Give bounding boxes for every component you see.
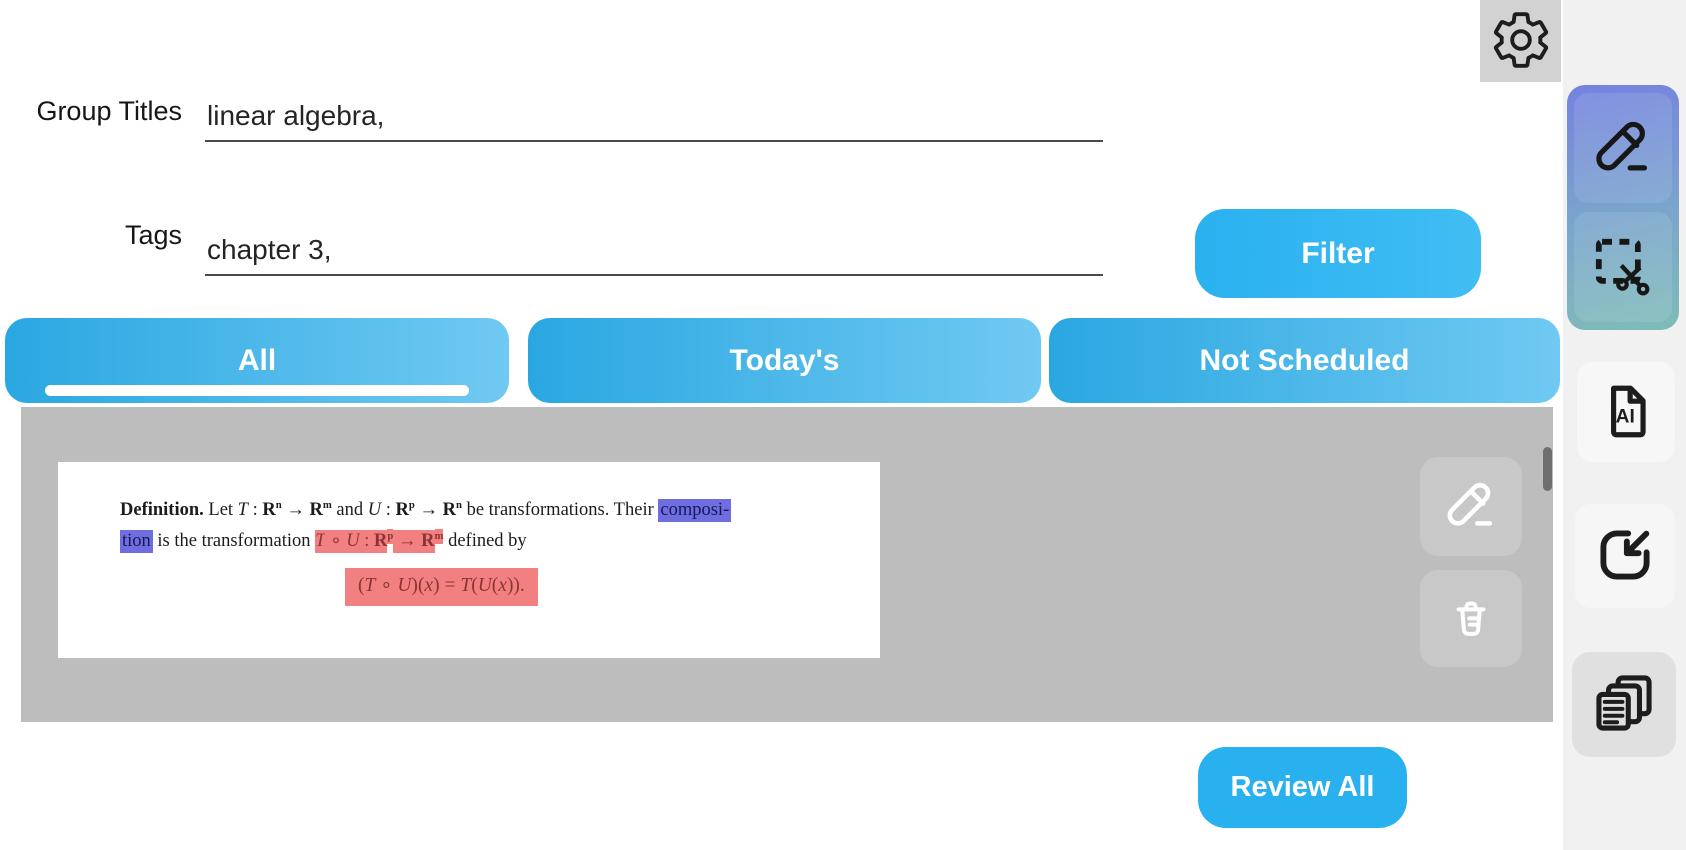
- review-all-button[interactable]: Review All: [1198, 747, 1407, 828]
- ai-document-icon: AI: [1595, 380, 1657, 445]
- gear-icon: [1490, 9, 1552, 74]
- card-text-line1: Definition. Let T : Rn → Rm and U : Rp →…: [120, 499, 732, 523]
- settings-button[interactable]: [1480, 0, 1561, 82]
- card-text-line2: tion is the transformation T ∘ U : Rp → …: [120, 529, 527, 554]
- card-delete-button[interactable]: [1420, 570, 1522, 667]
- tab-not-scheduled[interactable]: Not Scheduled: [1049, 318, 1560, 403]
- tab-todays-label: Today's: [729, 343, 840, 377]
- crop-scissors-icon: [1590, 233, 1656, 302]
- group-titles-label: Group Titles: [36, 96, 182, 126]
- tab-all-label: All: [237, 343, 277, 377]
- snip-tool-button[interactable]: [1574, 212, 1672, 322]
- filter-button[interactable]: Filter: [1195, 209, 1481, 298]
- cards-list-area: Definition. Let T : Rn → Rm and U : Rp →…: [21, 407, 1553, 722]
- tool-panel: [1567, 85, 1679, 330]
- tags-input[interactable]: [205, 220, 1103, 276]
- pencil-icon: [1442, 476, 1500, 537]
- import-button[interactable]: [1575, 504, 1675, 608]
- tab-all[interactable]: All: [5, 318, 509, 403]
- pencil-icon: [1590, 114, 1656, 183]
- flashcard-preview[interactable]: Definition. Let T : Rn → Rm and U : Rp →…: [58, 462, 880, 658]
- ai-document-button[interactable]: AI: [1577, 362, 1675, 462]
- group-titles-input[interactable]: [205, 86, 1103, 142]
- duplicate-button[interactable]: [1572, 652, 1676, 757]
- active-tab-indicator: [45, 385, 469, 396]
- scrollbar-thumb[interactable]: [1543, 447, 1552, 491]
- tags-label: Tags: [124, 220, 182, 250]
- trash-icon: [1444, 590, 1498, 647]
- tab-todays[interactable]: Today's: [528, 318, 1041, 403]
- right-toolbar: AI: [1563, 0, 1686, 850]
- tab-not-scheduled-label: Not Scheduled: [1199, 343, 1410, 377]
- svg-text:AI: AI: [1616, 406, 1635, 427]
- draw-tool-button[interactable]: [1574, 93, 1672, 203]
- card-edit-button[interactable]: [1420, 457, 1522, 556]
- import-icon: [1593, 523, 1657, 590]
- card-formula: (T ∘ U)(x) = T(U(x)).: [345, 568, 538, 607]
- copy-pages-icon: [1592, 671, 1656, 738]
- card-formula-row: (T ∘ U)(x) = T(U(x)).: [120, 568, 862, 607]
